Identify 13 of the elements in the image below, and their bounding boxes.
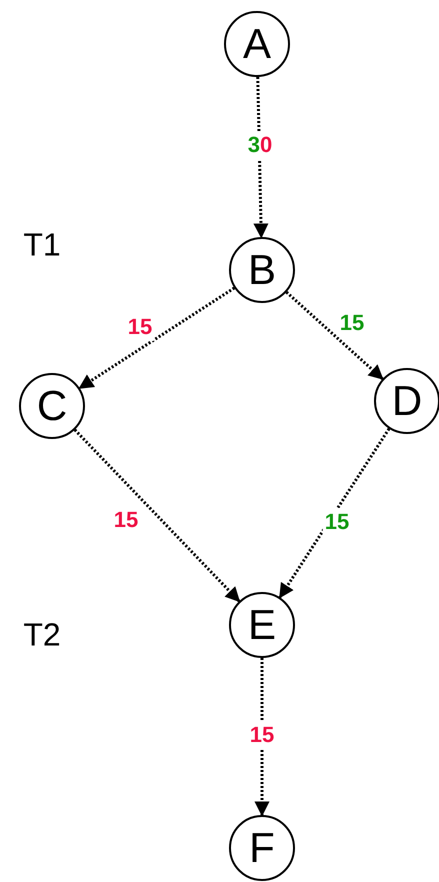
dotted-arrow [74, 428, 240, 602]
node-label: E [248, 604, 276, 646]
node-circle [374, 368, 439, 434]
edge-label: 30 [246, 131, 274, 159]
stage-label: T2 [23, 616, 61, 654]
node-label: A [242, 23, 271, 65]
dotted-arrow [78, 286, 236, 390]
node-label: D [392, 380, 422, 422]
node-label: F [249, 827, 275, 869]
node-label: B [248, 249, 276, 291]
stage-label: T1 [23, 226, 61, 264]
dotted-arrow [285, 291, 384, 380]
node-label: C [36, 385, 68, 427]
